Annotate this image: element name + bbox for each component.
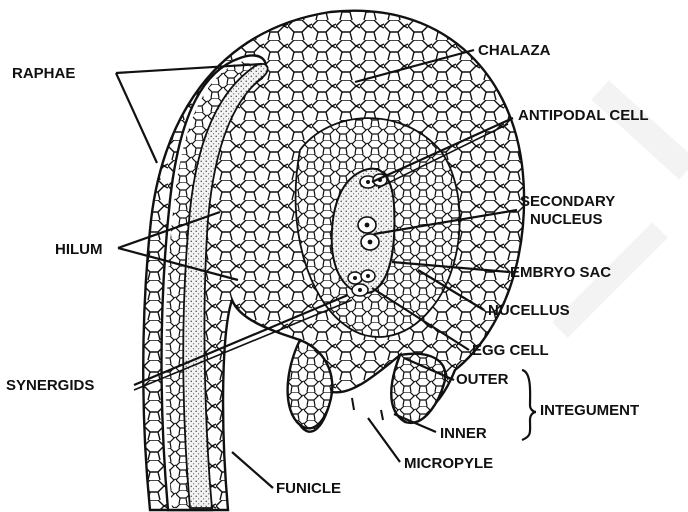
label-secondary: SECONDARY (520, 193, 615, 210)
label-integument: INTEGUMENT (540, 402, 639, 419)
label-raphae: RAPHAE (12, 65, 75, 82)
label-inner: INNER (440, 425, 487, 442)
label-chalaza: CHALAZA (478, 42, 551, 59)
label-outer: OUTER (456, 371, 509, 388)
label-embryo-sac: EMBRYO SAC (510, 264, 611, 281)
label-nucleus: NUCLEUS (530, 211, 603, 228)
label-micropyle: MICROPYLE (404, 455, 493, 472)
micropyle-marks (352, 398, 383, 420)
watermark (560, 90, 688, 330)
label-egg-cell: EGG CELL (472, 342, 549, 359)
label-nucellus: NUCELLUS (488, 302, 570, 319)
label-synergids: SYNERGIDS (6, 377, 94, 394)
label-hilum: HILUM (55, 241, 103, 258)
label-funicle: FUNICLE (276, 480, 341, 497)
label-antipodal-cell: ANTIPODAL CELL (518, 107, 649, 124)
